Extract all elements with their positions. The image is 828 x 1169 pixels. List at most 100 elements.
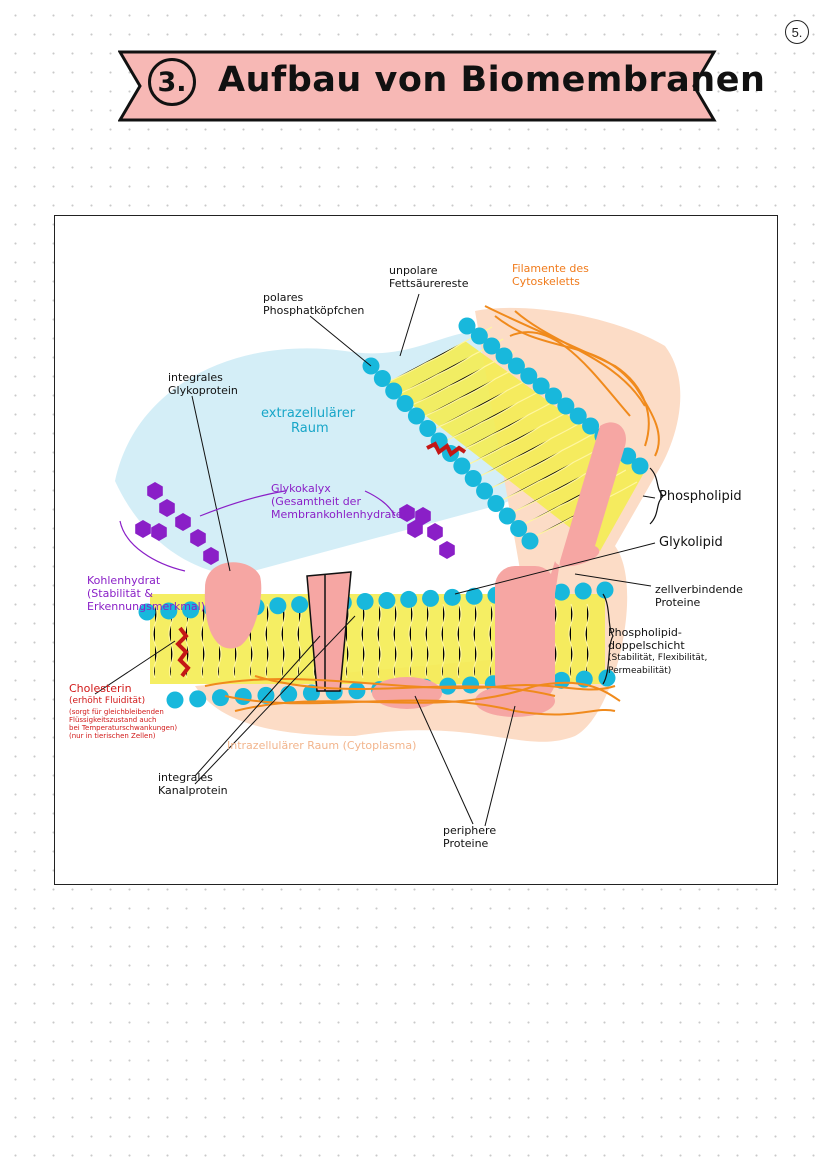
carbohydrate-unit: [151, 523, 167, 541]
label-filamente: Filamente des Cytoskeletts: [512, 262, 589, 288]
carbohydrate-unit: [175, 513, 191, 531]
phospholipid-head: [453, 457, 471, 475]
tall-protein: [495, 566, 555, 701]
phospholipid-head: [483, 337, 501, 355]
lipid-tail: [424, 603, 430, 679]
lipid-tail: [344, 603, 350, 679]
cholesterol-molecule: [426, 441, 467, 458]
carbohydrate-unit: [399, 504, 415, 522]
phospholipid-head: [373, 370, 391, 387]
label-glykokalyx: Glykokalyx (Gesamtheit der Membrankohlen…: [271, 482, 407, 521]
label-polares: polares Phosphatköpfchen: [263, 291, 365, 317]
lipid-tail: [264, 603, 270, 679]
label-glykoprotein: integrales Glykoprotein: [168, 371, 238, 397]
phospholipid-head: [521, 532, 539, 550]
label-periphere: periphere Proteine: [443, 824, 497, 850]
pointer-line: [642, 495, 656, 499]
phospholipid-head: [465, 587, 483, 605]
phospholipid-head: [557, 397, 575, 415]
phospholipid-head: [280, 685, 298, 703]
phospholipid-head: [498, 507, 516, 525]
pointer-line: [94, 640, 176, 695]
phospholipid-head: [476, 482, 494, 500]
label-extrazellular: extrazellulärer Raum: [261, 406, 356, 436]
pointer-line: [454, 542, 656, 595]
peripheral-protein-1: [372, 677, 442, 709]
lipid-tail: [392, 603, 398, 679]
phospholipid-head: [569, 407, 587, 425]
cytoskeleton-filament: [234, 681, 621, 712]
phospholipid-head: [520, 367, 538, 385]
lipid-tail: [488, 603, 494, 679]
phospholipid-head: [510, 520, 528, 537]
carbohydrate-unit: [415, 507, 431, 525]
carbohydrate-unit: [407, 520, 423, 538]
label-doppelschicht: Phospholipid- doppelschicht (Stabilität,…: [608, 626, 708, 676]
label-unpolare: unpolare Fettsäurereste: [389, 264, 469, 290]
phospholipid-head: [189, 690, 207, 708]
phospholipid-head: [396, 395, 414, 412]
kohlenhydrat-bracket: [119, 520, 186, 572]
lipid-tail: [467, 409, 571, 466]
phospholipid-head: [234, 688, 252, 706]
lipid-tail: [152, 603, 158, 679]
lipid-tail: [456, 398, 560, 454]
phospholipid-head: [553, 671, 571, 689]
carbohydrate-unit: [190, 529, 206, 547]
lipid-tail: [568, 603, 574, 679]
label-intrazellular: Intrazellulärer Raum (Cytoplasma): [227, 739, 417, 752]
carbohydrate-unit: [439, 541, 455, 559]
phospholipid-head: [582, 417, 600, 435]
phospholipid-head: [422, 589, 440, 607]
lipid-tail: [472, 603, 478, 679]
phospholipid-head: [598, 669, 616, 687]
channel-protein: [306, 571, 352, 692]
page-number: 5.: [785, 20, 809, 44]
phospholipid-head: [166, 691, 184, 709]
phospholipid-head: [619, 447, 637, 465]
phospholipid-head: [407, 407, 425, 425]
phospholipid-head: [291, 596, 309, 614]
membrane-diagram: unpolare Fettsäurereste Filamente des Cy…: [54, 215, 778, 885]
label-phospholipid: Phospholipid: [659, 489, 742, 504]
phospholipid-brace: [649, 467, 664, 525]
lipid-tail: [445, 386, 549, 442]
label-glykolipid: Glykolipid: [659, 535, 723, 550]
phospholipid-head: [269, 597, 287, 615]
pointer-line: [194, 615, 356, 785]
cytoskeleton-filament: [494, 315, 660, 457]
phospholipid-head: [160, 602, 178, 620]
cholesterol-molecule: [175, 626, 191, 678]
membrane-illustration: [94, 293, 681, 827]
lipid-tail: [501, 445, 604, 501]
lipid-tail: [434, 374, 537, 430]
carbohydrate-unit: [203, 547, 219, 565]
phospholipid-head: [507, 357, 525, 375]
phospholipid-head: [419, 420, 437, 437]
phospholipid-head: [532, 377, 550, 395]
lipid-tail: [280, 603, 286, 679]
lipid-tail: [360, 603, 366, 679]
phospholipid-head: [470, 327, 488, 345]
pointer-line: [399, 293, 420, 357]
phospholipid-head: [495, 347, 513, 365]
lipid-tail: [376, 603, 382, 679]
phospholipid-head: [348, 682, 366, 700]
lipid-tail: [490, 433, 593, 489]
pointer-line: [484, 705, 516, 827]
phospholipid-head: [302, 684, 320, 702]
phospholipid-head: [458, 317, 476, 335]
title-banner: [118, 50, 717, 122]
carbohydrate-unit: [135, 520, 151, 538]
lipid-tail: [456, 603, 462, 679]
pointer-line: [194, 635, 321, 777]
pointer-line: [574, 573, 652, 587]
cytoskeleton-filament: [514, 310, 646, 407]
label-kanalprotein: integrales Kanalprotein: [158, 771, 228, 797]
glycoprotein: [204, 562, 262, 649]
pointer-line: [414, 695, 474, 825]
carbohydrate-unit: [159, 499, 175, 517]
carbohydrate-unit: [147, 482, 163, 500]
lipid-tail: [478, 421, 582, 477]
cytoskeleton-filament: [204, 677, 616, 691]
